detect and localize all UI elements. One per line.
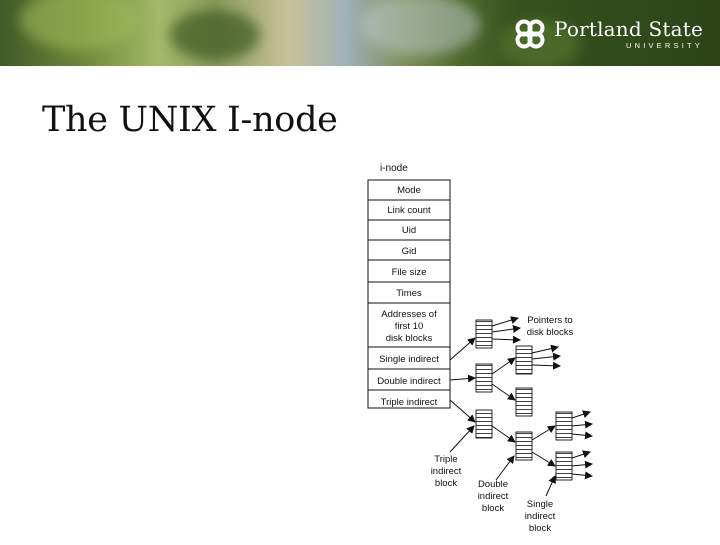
- pointers-label-line1: Pointers to: [527, 315, 572, 326]
- inode-table: [367, 179, 451, 409]
- pointers-label-line2: disk blocks: [527, 327, 574, 338]
- single-indirect-block: [555, 451, 573, 481]
- inode-field-addresses-line1: Addresses of: [381, 309, 437, 320]
- inode-field-addresses-line2: first 10: [395, 321, 424, 332]
- triple-block-label-line2: indirect: [431, 466, 462, 477]
- inode-title: i-node: [380, 163, 408, 174]
- address-block: [475, 319, 493, 349]
- inode-field-file-size: File size: [392, 267, 427, 278]
- triple-indirect-block: [475, 409, 493, 439]
- double-indirect-block: [515, 431, 533, 461]
- banner-foliage: [170, 10, 260, 60]
- inode-field-link-count: Link count: [387, 205, 431, 216]
- pointer-arrows: [449, 316, 593, 497]
- inode-diagram-svg: i-node Mode Link count Uid Gid File size…: [367, 163, 593, 534]
- single-block-label-line2: indirect: [525, 511, 556, 522]
- inode-field-times: Times: [396, 288, 422, 299]
- triple-block-label-line1: Triple: [434, 454, 457, 465]
- single-block-label-line3: block: [529, 523, 551, 534]
- disk-blocks: [475, 319, 573, 481]
- logo-name: Portland State: [554, 17, 703, 41]
- slide-title: The UNIX I-node: [42, 100, 338, 140]
- inode-field-uid: Uid: [402, 225, 416, 236]
- inode-diagram: i-node Mode Link count Uid Gid File size…: [340, 150, 640, 545]
- banner-foliage: [20, 0, 140, 50]
- inode-field-mode: Mode: [397, 185, 421, 196]
- triple-block-label-line3: block: [435, 478, 457, 489]
- inode-field-addresses-line3: disk blocks: [386, 333, 433, 344]
- double-block-label-line2: indirect: [478, 491, 509, 502]
- inode-field-single-indirect: Single indirect: [379, 354, 439, 365]
- psu-knot-icon: [515, 19, 545, 49]
- banner-building: [360, 0, 480, 55]
- single-indirect-block: [555, 411, 573, 441]
- inode-field-triple-indirect: Triple indirect: [381, 397, 438, 408]
- double-block-label-line1: Double: [478, 479, 508, 490]
- university-logo[interactable]: Portland State UNIVERSITY: [512, 14, 703, 54]
- double-block-label-line3: block: [482, 503, 504, 514]
- single-indirect-block: [515, 387, 533, 417]
- header-banner: Portland State UNIVERSITY: [0, 0, 720, 66]
- single-block-label-line1: Single: [527, 499, 553, 510]
- logo-subtitle: UNIVERSITY: [625, 41, 703, 50]
- double-indirect-block: [475, 363, 493, 393]
- single-indirect-block: [515, 345, 533, 375]
- inode-field-double-indirect: Double indirect: [377, 376, 441, 387]
- inode-field-gid: Gid: [402, 246, 417, 257]
